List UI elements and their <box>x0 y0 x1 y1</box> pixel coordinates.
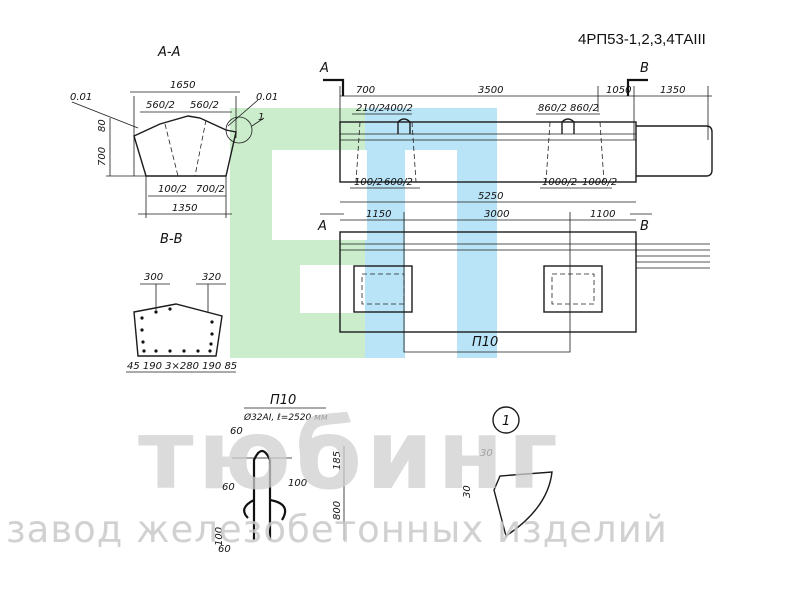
hidden-line <box>355 121 361 183</box>
p10-dim-60c: 60 <box>218 544 231 555</box>
cut-a-label: А <box>319 61 329 76</box>
detail-dim-30a: 30 <box>480 448 493 459</box>
aa-slope: 0.01 <box>256 92 278 103</box>
aa-dim-h-small: 80 <box>97 119 108 132</box>
bb-rebar-dots <box>140 307 214 353</box>
hidden-line <box>411 121 417 183</box>
rebar-tag-p10: П10 <box>472 335 498 350</box>
dim-700: 700 <box>356 85 375 96</box>
section-aa-label: А-А <box>157 45 180 60</box>
lifting-loop <box>397 118 411 134</box>
logo-gap <box>405 150 457 358</box>
p10-dim-60b: 60 <box>222 482 235 493</box>
aa-leader <box>71 101 139 129</box>
p10-title: П10 <box>270 393 296 408</box>
elevation-body <box>339 121 637 183</box>
dim-3500: 3500 <box>478 85 503 96</box>
plan-opening <box>353 265 413 313</box>
rebar-p10-detail: П10 Ø32АI, ℓ=2520 мм 60 60 60 100 100 18… <box>214 393 345 555</box>
dim-1150: 1150 <box>366 209 391 220</box>
aa-dim-bottom: 1350 <box>172 203 197 214</box>
watermark-brand: тюбинг <box>138 399 562 511</box>
p10-loop <box>252 449 272 540</box>
rebar-leader <box>403 320 571 353</box>
p10-dim-100a: 100 <box>288 478 307 489</box>
p10-dim-800: 800 <box>332 501 343 520</box>
detail-dim-30b: 30 <box>462 485 473 498</box>
cut-a-mark <box>323 78 345 96</box>
p10-dim-60a: 60 <box>230 426 243 437</box>
logo-watermark <box>230 108 497 358</box>
plan-body <box>339 231 637 333</box>
bb-dim-left: 300 <box>144 272 163 283</box>
aa-slope: 0.01 <box>70 92 92 103</box>
main-views: А В 700 3500 1050 1350 210/2 400/2 860/2… <box>317 61 713 353</box>
p10-spec: Ø32АI, ℓ=2520 мм <box>243 412 328 423</box>
hidden-line <box>599 121 605 183</box>
p10-dim-100b: 100 <box>214 527 225 546</box>
dim-860b: 860/2 <box>570 103 599 114</box>
aa-outline <box>133 115 237 177</box>
item-1-leader <box>251 117 265 127</box>
watermark-tagline: завод железобетонных изделий <box>6 508 668 551</box>
section-bb-label: В-В <box>160 232 183 247</box>
dim-1000a: 1000/2 <box>542 177 577 188</box>
section-aa: А-А 1650 560/2 560/2 0.01 0.01 80 700 1 … <box>70 45 278 218</box>
dim-860a: 860/2 <box>538 103 567 114</box>
aa-rebar-line <box>194 119 207 177</box>
item-1-label: 1 <box>258 112 264 123</box>
cut-b-label-2: В <box>640 219 649 234</box>
cut-a-label-2: А <box>317 219 327 234</box>
detail-1-label: 1 <box>502 414 510 429</box>
cut-b-mark <box>626 78 648 96</box>
dim-600: 600/2 <box>384 177 413 188</box>
detail-1-outline <box>493 471 553 538</box>
bb-dim-right: 320 <box>202 272 221 283</box>
dim-210: 210/2 <box>356 103 385 114</box>
dim-1000b: 1000/2 <box>582 177 617 188</box>
aa-dim: 560/2 <box>146 100 175 111</box>
dim-5250: 5250 <box>478 191 503 202</box>
logo-gap <box>300 265 365 313</box>
detail-1: 1 30 30 <box>462 406 553 538</box>
dim-400: 400/2 <box>384 103 413 114</box>
aa-rebar-line <box>164 123 179 177</box>
logo-gap <box>272 150 367 240</box>
p10-dim-185: 185 <box>332 451 343 470</box>
aa-dim: 560/2 <box>190 100 219 111</box>
section-bb: В-В 300 320 45 190 3×280 190 85 <box>126 232 237 373</box>
hidden-line <box>545 121 551 183</box>
dim-1100: 1100 <box>590 209 615 220</box>
item-1-callout-circle <box>225 116 253 144</box>
drawing-code: 4РП53-1,2,3,4ТАIII <box>578 31 706 48</box>
p10-hook <box>269 498 287 521</box>
plan-opening <box>543 265 603 313</box>
bb-outline <box>133 303 223 357</box>
dim-1350: 1350 <box>660 85 685 96</box>
p10-hook <box>243 499 255 519</box>
dim-3000: 3000 <box>484 209 509 220</box>
lifting-loop <box>561 118 575 134</box>
aa-leader <box>227 99 259 127</box>
aa-dim: 100/2 <box>158 184 187 195</box>
aa-dim-top: 1650 <box>170 80 195 91</box>
plan-opening-inner <box>361 273 405 305</box>
detail-1-circle <box>492 406 520 434</box>
aa-dim-h: 700 <box>97 147 108 166</box>
dim-100: 100/2 <box>354 177 383 188</box>
plan-opening-inner <box>551 273 595 305</box>
dim-1050: 1050 <box>606 85 631 96</box>
aa-dim: 700/2 <box>196 184 225 195</box>
elevation-end-block <box>636 125 713 177</box>
cut-b-label: В <box>640 61 649 76</box>
bb-dim-bottom: 45 190 3×280 190 85 <box>127 361 237 372</box>
